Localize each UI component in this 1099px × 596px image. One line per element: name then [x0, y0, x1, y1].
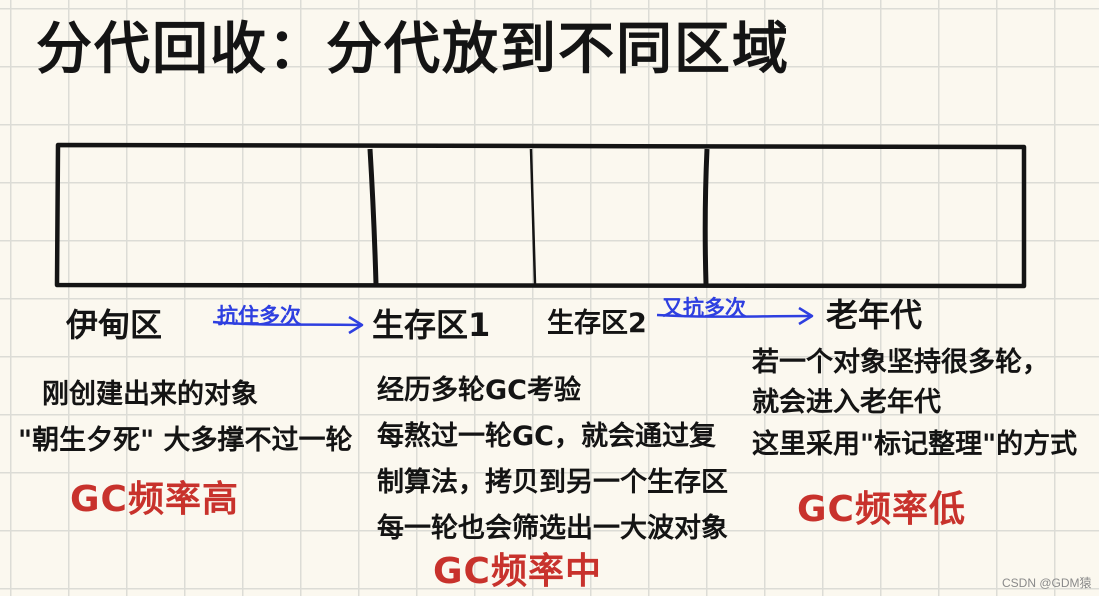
- page-title: 分代回收：分代放到不同区域: [36, 17, 790, 82]
- heap-outer-box: [54, 142, 1027, 289]
- old-note-2: 就会进入老年代: [752, 387, 941, 418]
- divider-survivor2-old: [702, 148, 710, 285]
- survivor-note-4: 每一轮也会筛选出一大波对象: [377, 513, 728, 544]
- arrow-survivor-to-old: [656, 306, 814, 326]
- arrow-label-survive-more: 又抗多次: [662, 296, 746, 320]
- watermark: CSDN @GDM猿: [1002, 576, 1092, 590]
- eden-note-1: 刚创建出来的对象: [42, 379, 258, 410]
- survivor-note-2: 每熬过一轮GC，就会通过复: [377, 421, 716, 452]
- old-note-1: 若一个对象坚持很多轮，: [752, 347, 1049, 378]
- survivor-gc-frequency: GC频率中: [433, 551, 602, 592]
- label-eden: 伊甸区: [66, 306, 163, 344]
- survivor-note-1: 经历多轮GC考验: [377, 375, 581, 406]
- eden-note-2: "朝生夕死" 大多撑不过一轮: [18, 425, 353, 456]
- survivor-note-3: 制算法，拷贝到另一个生存区: [377, 467, 728, 498]
- old-gc-frequency: GC频率低: [797, 489, 966, 530]
- label-survivor-1: 生存区1: [372, 306, 491, 344]
- label-survivor-2: 生存区2: [547, 308, 647, 339]
- arrow-eden-to-survivor: [212, 315, 364, 335]
- eden-gc-frequency: GC频率高: [70, 479, 239, 520]
- label-old-generation: 老年代: [826, 296, 923, 334]
- arrow-label-survive-many: 抗住多次: [217, 304, 301, 328]
- old-note-3: 这里采用"标记整理"的方式: [752, 429, 1078, 460]
- divider-eden-survivor1: [367, 148, 379, 285]
- divider-survivor1-survivor2: [529, 148, 537, 285]
